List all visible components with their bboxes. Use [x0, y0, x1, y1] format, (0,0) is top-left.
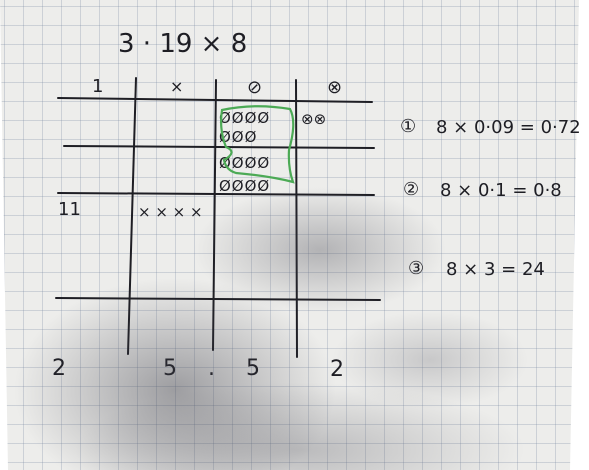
result-digit-4: 2 [330, 357, 344, 382]
counter-row-4: ØØØØ [219, 177, 270, 195]
step-1-text: 8 × 0·09 = 0·72 [436, 117, 581, 138]
col-line-1 [128, 78, 136, 354]
step-2-number: ② [403, 179, 419, 200]
step-1-number: ① [400, 116, 416, 137]
counter-row-1: ØØØØ [219, 109, 270, 127]
row-label-eleven: 11 [58, 199, 81, 220]
result-digit-1: 2 [52, 356, 66, 381]
problem-title: 3 · 19 × 8 [118, 29, 247, 59]
counter-row-3: ØØØØ [219, 154, 270, 172]
header-crossed-circle: ⊗ [327, 77, 342, 98]
x-marks: × × × × [138, 203, 203, 221]
row-line-2 [58, 193, 374, 195]
col-line-3 [296, 80, 297, 357]
result-digit-2: 5 [163, 356, 177, 381]
step-3-number: ③ [408, 258, 424, 279]
place-value-grid [56, 78, 380, 357]
result-digit-3: 5 [246, 356, 260, 381]
row-line-1 [64, 146, 374, 148]
step-2-text: 8 × 0·1 = 0·8 [440, 180, 562, 201]
col-line-2 [213, 80, 216, 350]
header-ones: 1 [92, 76, 103, 97]
crossed-counters: ⊗⊗ [301, 110, 326, 128]
row-line-3 [56, 298, 380, 300]
header-x: × [170, 77, 183, 96]
header-slashed-circle: ⊘ [247, 77, 262, 98]
result-decimal-point: . [208, 356, 215, 381]
step-3-text: 8 × 3 = 24 [446, 259, 545, 280]
